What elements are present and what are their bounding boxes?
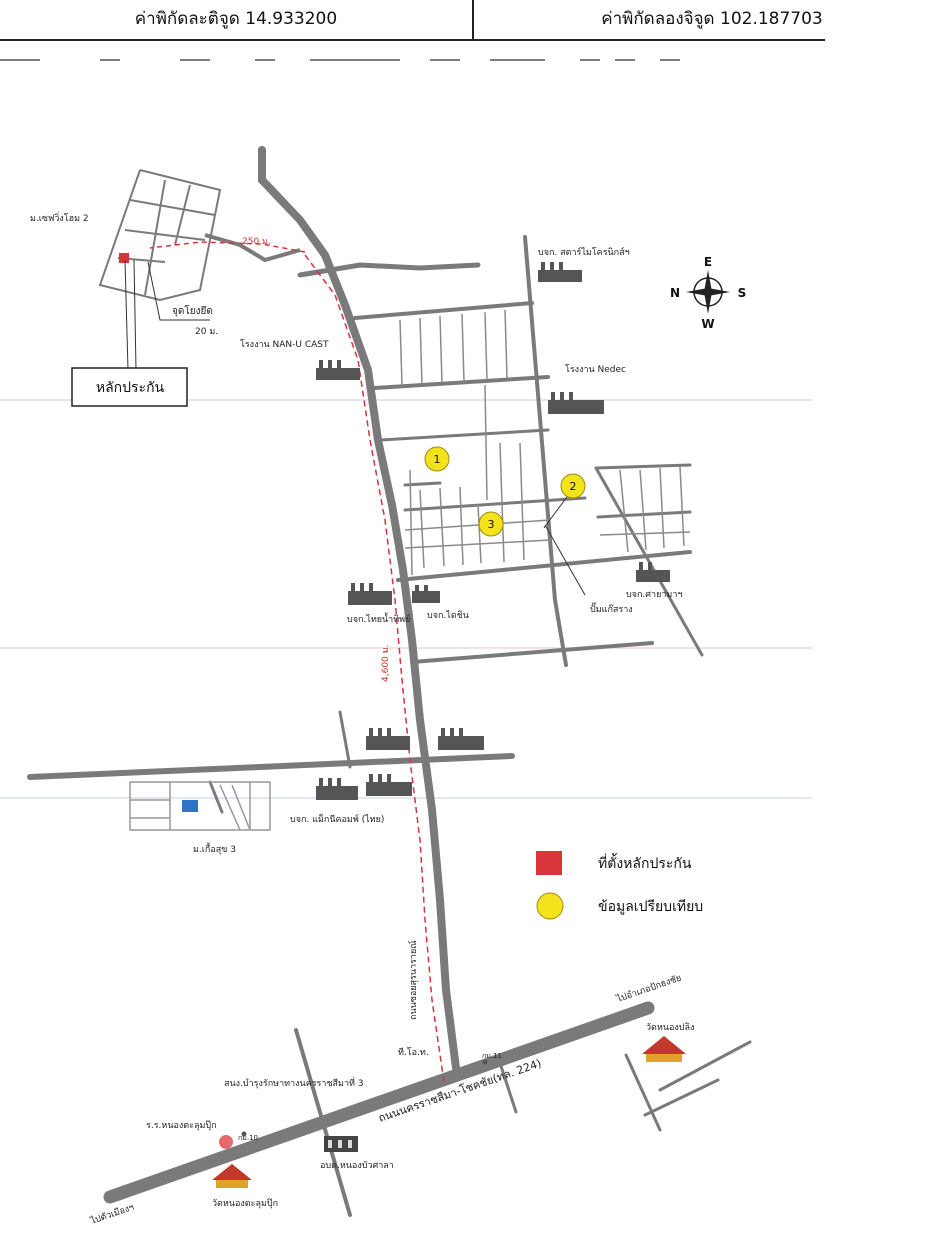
- km-post-icon: [241, 1131, 247, 1137]
- label-jud: จุดโยงยึด: [172, 304, 213, 317]
- label-school: ร.ร.หนองตะลุมปุ๊ก: [146, 1120, 217, 1131]
- factory-icon: [316, 360, 360, 380]
- house-icon: [182, 800, 198, 812]
- legend-comparison-label: ข้อมูลเปรียบเทียบ: [598, 899, 703, 915]
- coordinate-header: ค่าพิกัดละติจูด 14.933200 ค่าพิกัดลองจิจ…: [0, 0, 950, 41]
- label-km-right: กม.11: [482, 1052, 502, 1060]
- label-daichin: บจก.ไดชิน: [427, 610, 469, 621]
- factory-icon: [348, 583, 392, 605]
- label-village-low: ม.เกื้อสุข 3: [193, 842, 236, 855]
- factory-icon: [366, 728, 410, 750]
- label-nanu: โรงงาน NAN-U CAST: [240, 339, 329, 350]
- temple-icon: [642, 1036, 686, 1062]
- comparison-marker-1: 1: [424, 446, 450, 472]
- village-grid-low: [129, 781, 271, 831]
- label-dist-4600: 4,600 ม.: [381, 645, 391, 682]
- school-icon: [219, 1135, 233, 1149]
- compass-e: E: [704, 255, 712, 269]
- road-network: [27, 146, 752, 1217]
- factory-icon: [412, 585, 440, 603]
- latitude-label: ค่าพิกัดละติจูด 14.933200: [134, 9, 338, 29]
- legend-collateral-swatch: [536, 851, 562, 875]
- location-map: หลักประกัน 1 2 3: [0, 59, 812, 1227]
- label-village-top: ม.เซฟวิ่งโฮม 2: [30, 211, 89, 224]
- label-temple-left: วัดหนองตะลุมปุ๊ก: [212, 1198, 278, 1209]
- compass-w: W: [701, 317, 714, 331]
- longitude-label: ค่าพิกัดลองจิจูด 102.187703: [601, 9, 823, 29]
- label-to-city: ไปตัวเมืองฯ: [88, 1202, 135, 1227]
- label-police: สนง.บำรุงรักษาทางนครราชสีมาที่ 3: [224, 1076, 364, 1089]
- route-250m: [149, 241, 306, 253]
- collateral-marker-map: [119, 253, 129, 263]
- km-post-icon: [482, 1059, 488, 1065]
- collateral-callout-label: หลักประกัน: [96, 380, 165, 396]
- header-divider: [472, 0, 474, 40]
- label-magnecomp: บจก. แม็กนีคอมพ์ (ไทย): [290, 812, 384, 825]
- svg-text:3: 3: [488, 518, 495, 531]
- header-underline: [0, 39, 825, 41]
- factory-icon: [636, 562, 670, 582]
- village-grid-top: [98, 169, 301, 302]
- factory-icon: [316, 778, 358, 800]
- label-dist-250: 250 ม.: [242, 237, 271, 247]
- label-km-left: กม.10: [238, 1134, 258, 1142]
- route-4600m: [304, 254, 445, 1083]
- neighbourhood-grids: [399, 309, 691, 576]
- label-star: บจก. สตาร์ไมโครนิกส์ฯ: [538, 246, 630, 258]
- compass-n: N: [670, 286, 680, 300]
- label-nedec: โรงงาน Nedec: [565, 364, 626, 375]
- label-to-pakthongchai: ไปอำเภอปักธงชัย: [614, 972, 682, 1005]
- label-pump: ปั๊มแก๊สราง: [590, 602, 633, 615]
- svg-text:1: 1: [434, 453, 441, 466]
- label-road-vertical: ถนนซอยสุรนารายณ์: [407, 940, 419, 1020]
- comparison-marker-3: 3: [478, 511, 504, 537]
- map-legend: ที่ตั้งหลักประกัน ข้อมูลเปรียบเทียบ: [536, 851, 703, 920]
- factory-icon: [366, 774, 412, 796]
- factory-icon: [324, 1136, 358, 1152]
- legend-comparison-swatch: [536, 892, 564, 920]
- legend-collateral-label: ที่ตั้งหลักประกัน: [598, 853, 692, 872]
- label-dist-20: 20 ม.: [195, 327, 218, 337]
- label-shimano: บจก.ศายามาฯ: [626, 590, 682, 600]
- label-obt: อบต.หนองบัวศาลา: [320, 1161, 394, 1171]
- svg-text:2: 2: [570, 480, 577, 493]
- compass-rose: E N S W: [670, 255, 746, 331]
- comparison-marker-2: 2: [560, 473, 586, 499]
- label-thainamthip: บจก.ไทยน้ำทิพย์: [347, 612, 410, 625]
- label-police-box: ที.โอ.ท.: [398, 1047, 429, 1058]
- factory-icon: [438, 728, 484, 750]
- factory-icon: [548, 392, 604, 414]
- label-temple-right: วัดหนองปลิง: [646, 1022, 694, 1033]
- collateral-callout-box: [71, 367, 188, 407]
- factory-icons: [316, 262, 670, 1152]
- compass-s: S: [738, 286, 747, 300]
- factory-icon: [538, 262, 582, 282]
- temple-icon: [212, 1164, 252, 1188]
